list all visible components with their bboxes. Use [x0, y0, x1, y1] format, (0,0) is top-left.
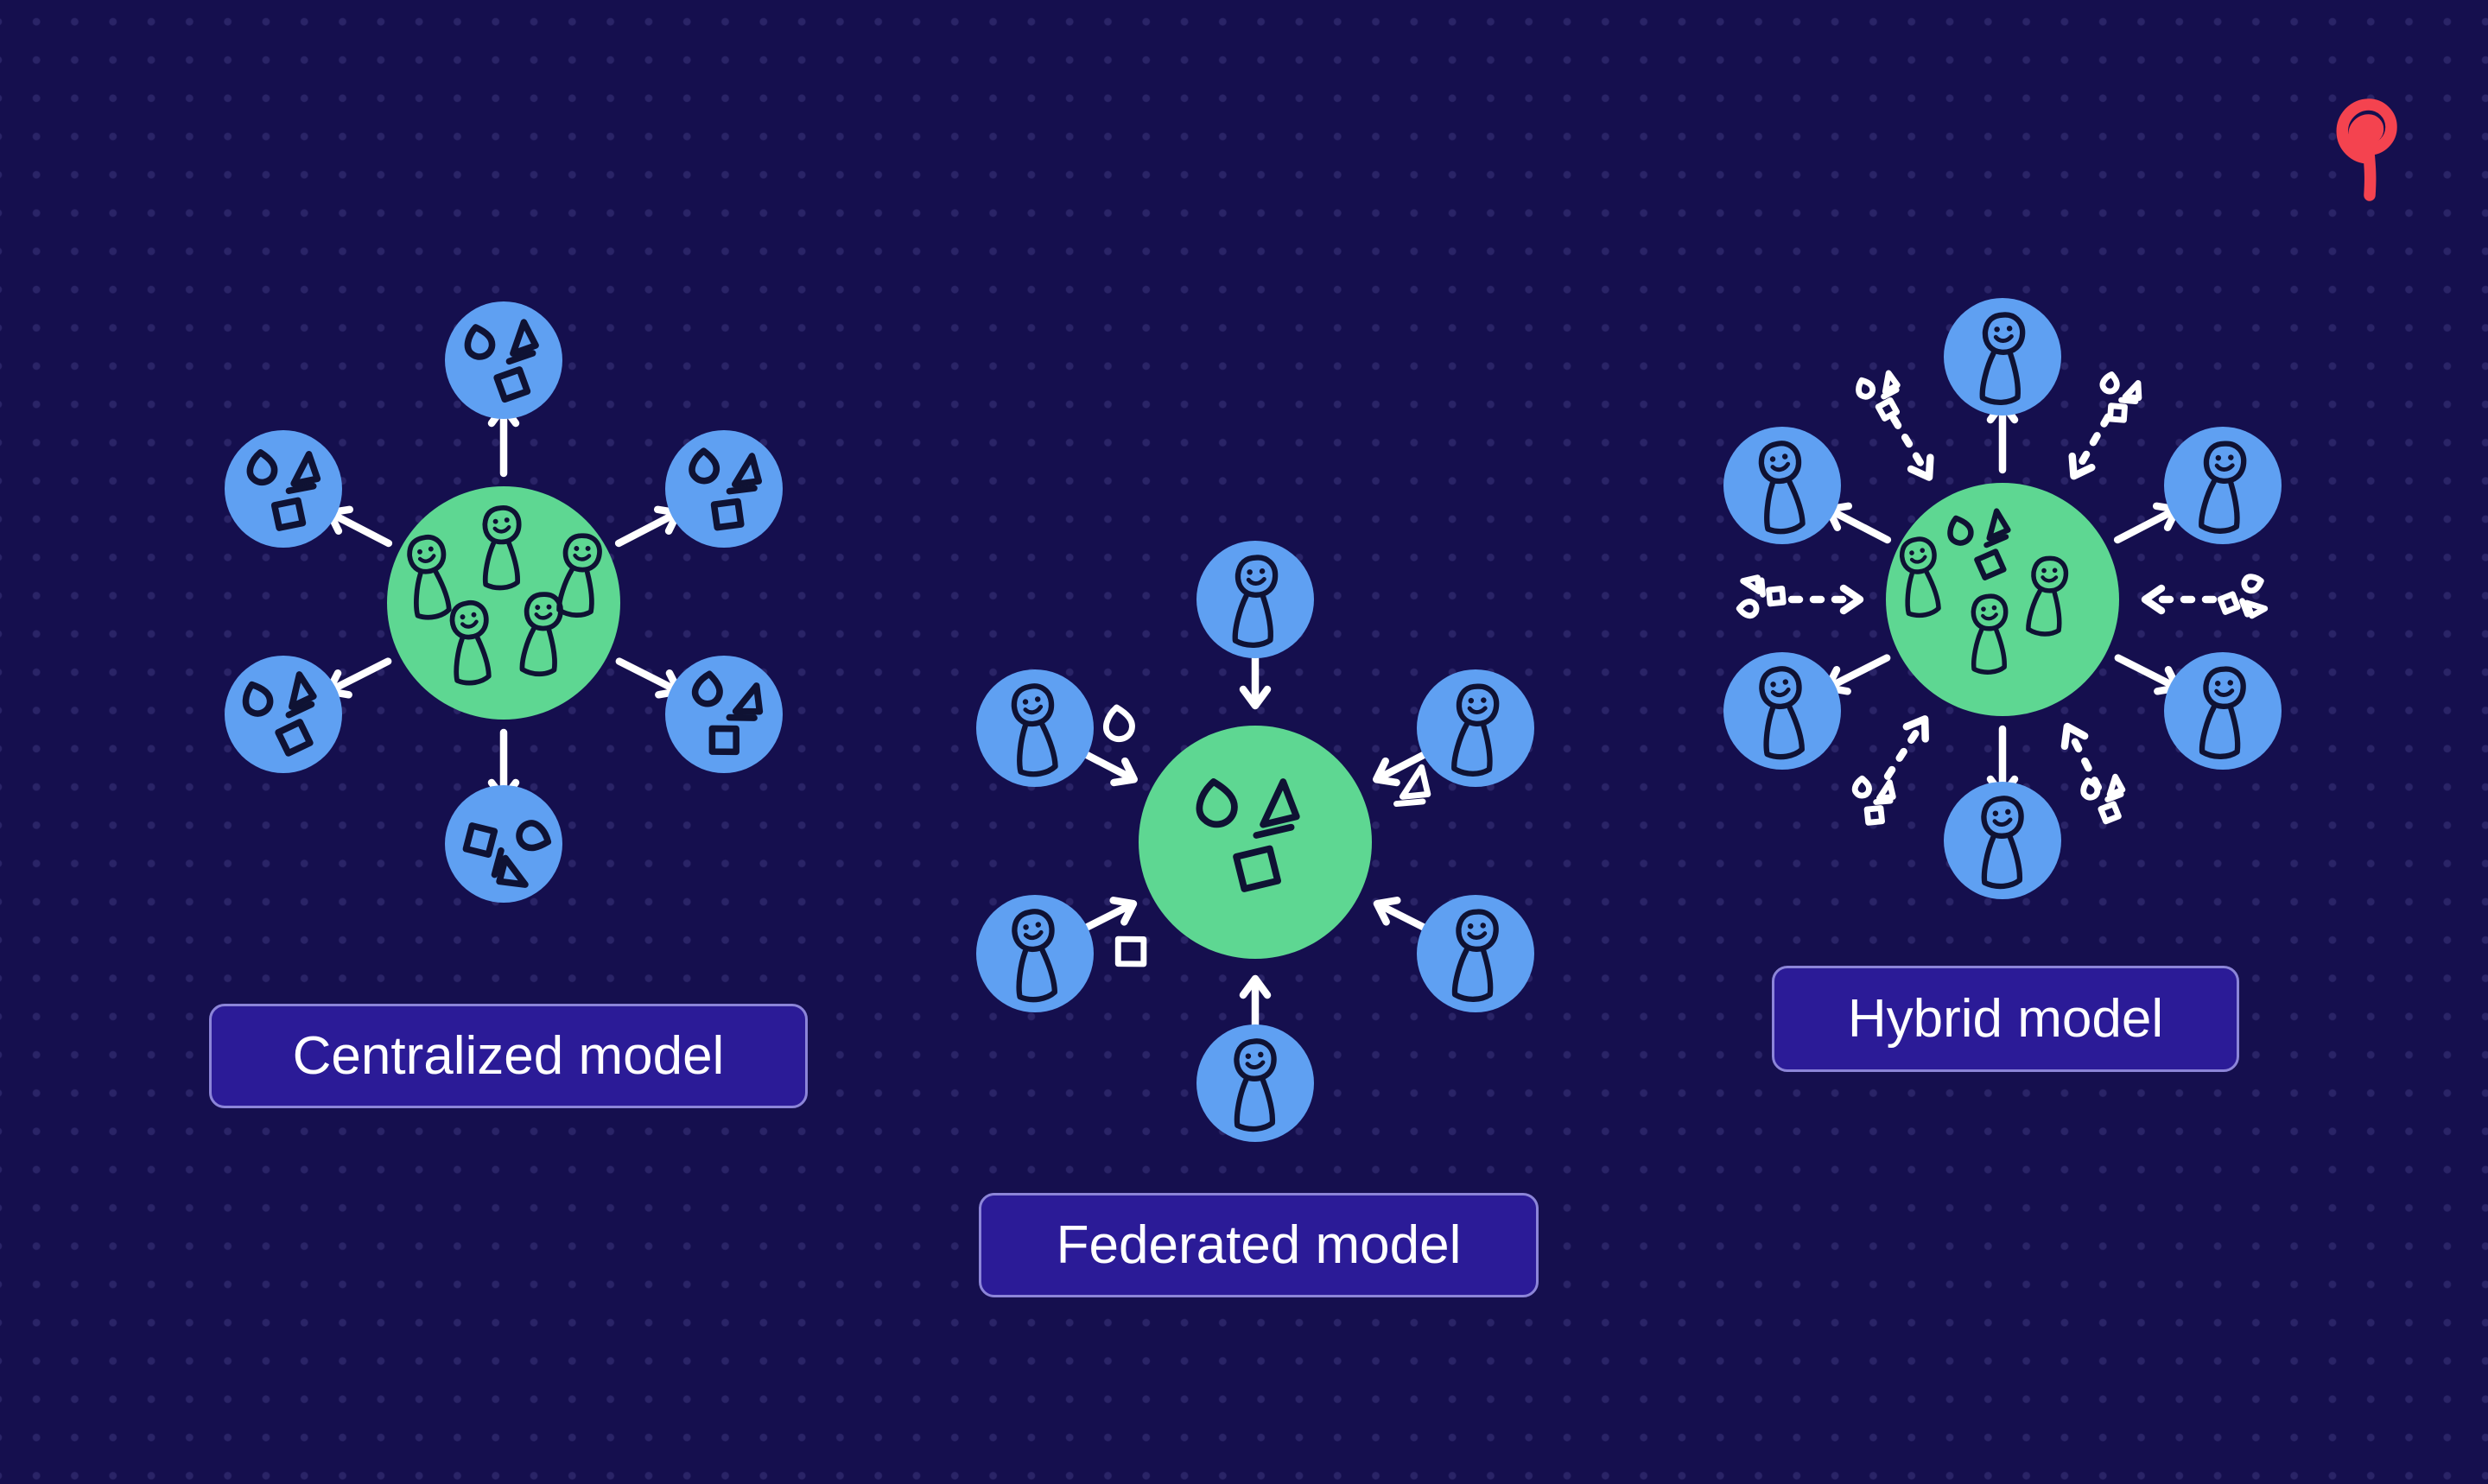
satellite-node — [1723, 427, 1841, 544]
white-data-shapes-icon — [2218, 575, 2265, 619]
dashed-inward-arrow-icon — [2145, 588, 2213, 611]
satellite-node — [976, 895, 1094, 1012]
satellite-node — [1944, 298, 2061, 415]
square-shape-icon — [1113, 934, 1150, 970]
central-hub-node — [387, 486, 620, 720]
spiral-logo-icon — [2336, 98, 2397, 201]
satellite-circle — [1944, 298, 2061, 415]
satellite-circle — [665, 430, 783, 548]
satellite-node — [665, 656, 783, 773]
satellite-node — [2164, 652, 2282, 770]
satellite-node — [445, 301, 562, 419]
centralized-model-diagram — [225, 301, 783, 903]
satellite-circle — [1723, 652, 1841, 770]
central-hub-node — [1886, 483, 2119, 716]
satellite-circle — [2164, 652, 2282, 770]
white-data-shapes-icon — [1856, 371, 1905, 423]
satellite-node — [1196, 541, 1314, 658]
satellite-circle — [1417, 669, 1534, 787]
federated-model-diagram — [976, 541, 1534, 1142]
hybrid-model-label: Hybrid model — [1772, 966, 2239, 1072]
satellite-circle — [1417, 895, 1534, 1012]
white-data-shapes-icon — [2093, 372, 2143, 425]
satellite-circle — [1723, 427, 1841, 544]
satellite-node — [976, 669, 1094, 787]
dashed-inward-arrow-icon — [2057, 721, 2108, 792]
dashed-inward-arrow-icon — [1884, 413, 1939, 483]
hub-circle — [387, 486, 620, 720]
satellite-circle — [1196, 541, 1314, 658]
satellite-circle — [225, 656, 342, 773]
satellite-circle — [1944, 782, 2061, 899]
satellite-node — [1417, 669, 1534, 787]
dashed-inward-arrow-icon — [2064, 411, 2117, 481]
satellite-circle — [976, 895, 1094, 1012]
triangle-shape-icon — [1396, 764, 1431, 808]
satellite-node — [2164, 427, 2282, 544]
drop-shape-icon — [1106, 707, 1132, 739]
white-data-shapes-icon — [2082, 776, 2126, 823]
satellite-node — [225, 430, 342, 548]
satellite-circle — [665, 656, 783, 773]
federated-model-label: Federated model — [979, 1193, 1539, 1297]
hybrid-model-diagram — [1723, 298, 2282, 899]
satellite-node — [665, 430, 783, 548]
satellite-circle — [2164, 427, 2282, 544]
hub-circle — [1139, 726, 1372, 959]
satellite-node — [225, 656, 342, 773]
satellite-node — [445, 785, 562, 903]
satellite-node — [1723, 652, 1841, 770]
satellite-circle — [445, 785, 562, 903]
white-data-shapes-icon — [1850, 777, 1895, 825]
white-data-shapes-icon — [1738, 575, 1786, 619]
dashed-inward-arrow-icon — [1878, 713, 1934, 782]
satellite-node — [1196, 1024, 1314, 1142]
satellite-node — [1417, 895, 1534, 1012]
dashed-inward-arrow-icon — [1792, 588, 1860, 611]
centralized-model-label: Centralized model — [209, 1004, 808, 1108]
satellite-node — [1944, 782, 2061, 899]
central-hub-node — [1139, 726, 1372, 959]
satellite-circle — [1196, 1024, 1314, 1142]
satellite-circle — [976, 669, 1094, 787]
